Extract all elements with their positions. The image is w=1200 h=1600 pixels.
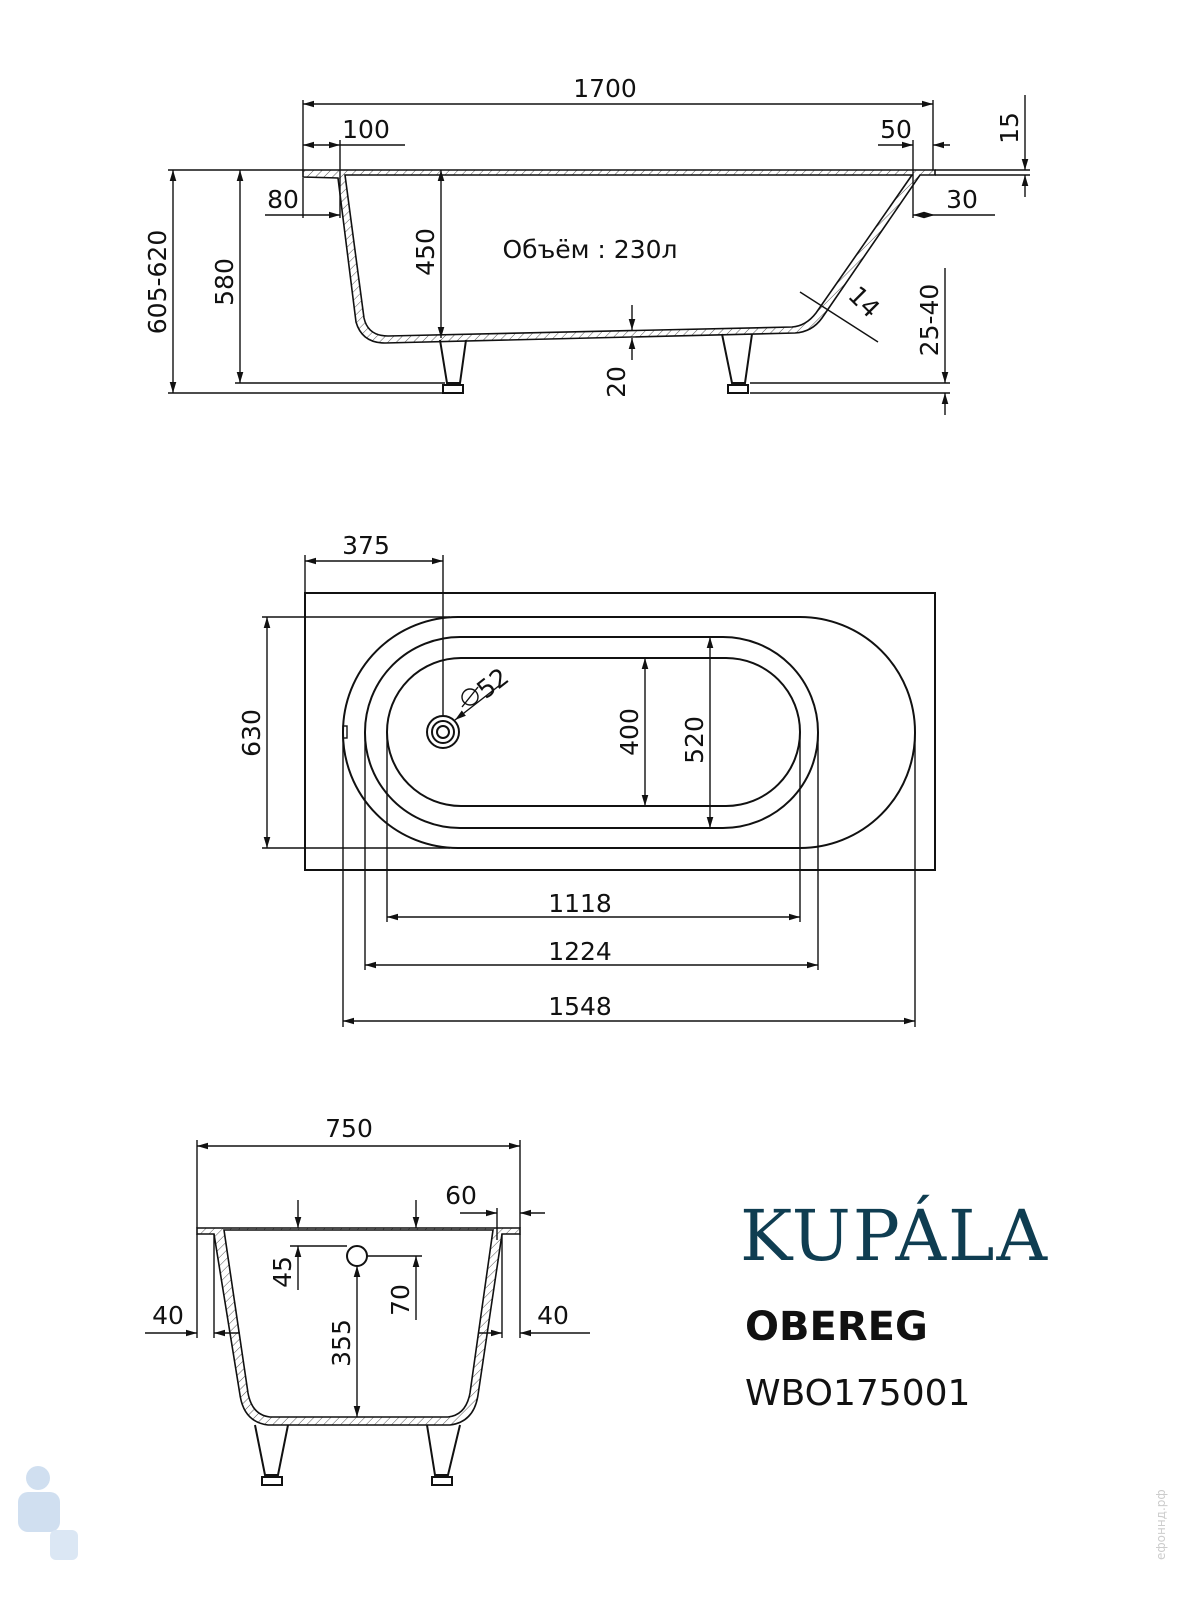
dim-overflow-top: 45 bbox=[268, 1256, 297, 1288]
model-code: WBO175001 bbox=[745, 1373, 970, 1414]
dim-inner-width: 400 bbox=[615, 708, 644, 756]
rim-outline bbox=[304, 592, 936, 871]
brand-logo: KUPÁLA bbox=[740, 1195, 1049, 1277]
dim-bottom: 20 bbox=[602, 366, 631, 398]
leg-left bbox=[254, 1424, 289, 1486]
tub-end-section bbox=[196, 1227, 521, 1426]
dim-rim-thickness: 15 bbox=[995, 112, 1024, 144]
dim-left-rim: 100 bbox=[342, 115, 390, 144]
dim-width: 630 bbox=[237, 709, 266, 757]
dim-total-height: 605-620 bbox=[143, 230, 172, 334]
side-view: 1700 100 50 15 80 30 605-620 580 450 Объ… bbox=[143, 74, 1030, 415]
dim-overflow-height: 355 bbox=[327, 1319, 356, 1367]
model-name: OBEREG bbox=[745, 1304, 928, 1350]
dim-depth: 450 bbox=[411, 228, 440, 276]
dim-left-wall: 40 bbox=[152, 1301, 184, 1330]
volume-label: Объём : 230л bbox=[502, 235, 677, 264]
leg-left bbox=[439, 339, 467, 394]
tub-side-section bbox=[302, 169, 936, 344]
dim-right-rim: 50 bbox=[880, 115, 912, 144]
watermark-plumber-icon bbox=[18, 1466, 78, 1560]
dim-wall: 14 bbox=[843, 280, 886, 323]
dim-outer-length: 1548 bbox=[548, 992, 612, 1021]
plan-view: 375 630 52 400 520 1118 1224 1548 bbox=[237, 531, 936, 1027]
dim-left-offset: 80 bbox=[267, 185, 299, 214]
dim-mid-width: 520 bbox=[680, 716, 709, 764]
dim-overflow-center: 70 bbox=[386, 1284, 415, 1316]
dim-leg-adjust: 25-40 bbox=[915, 284, 944, 357]
dim-body-height: 580 bbox=[210, 258, 239, 306]
watermark-text: ефоннд.рф bbox=[1154, 1489, 1168, 1560]
overflow-icon bbox=[346, 1245, 368, 1267]
dim-length: 1700 bbox=[573, 74, 637, 103]
dim-inner-length: 1118 bbox=[548, 889, 612, 918]
dim-right-offset: 30 bbox=[946, 185, 978, 214]
dim-drain-offset: 375 bbox=[342, 531, 390, 560]
leg-right bbox=[721, 333, 753, 394]
dim-mid-length: 1224 bbox=[548, 937, 612, 966]
dim-right-wall: 40 bbox=[537, 1301, 569, 1330]
dim-rim: 60 bbox=[445, 1181, 477, 1210]
end-view: 750 60 45 70 355 40 40 bbox=[145, 1114, 590, 1486]
leg-right bbox=[426, 1424, 461, 1486]
dim-end-width: 750 bbox=[325, 1114, 373, 1143]
